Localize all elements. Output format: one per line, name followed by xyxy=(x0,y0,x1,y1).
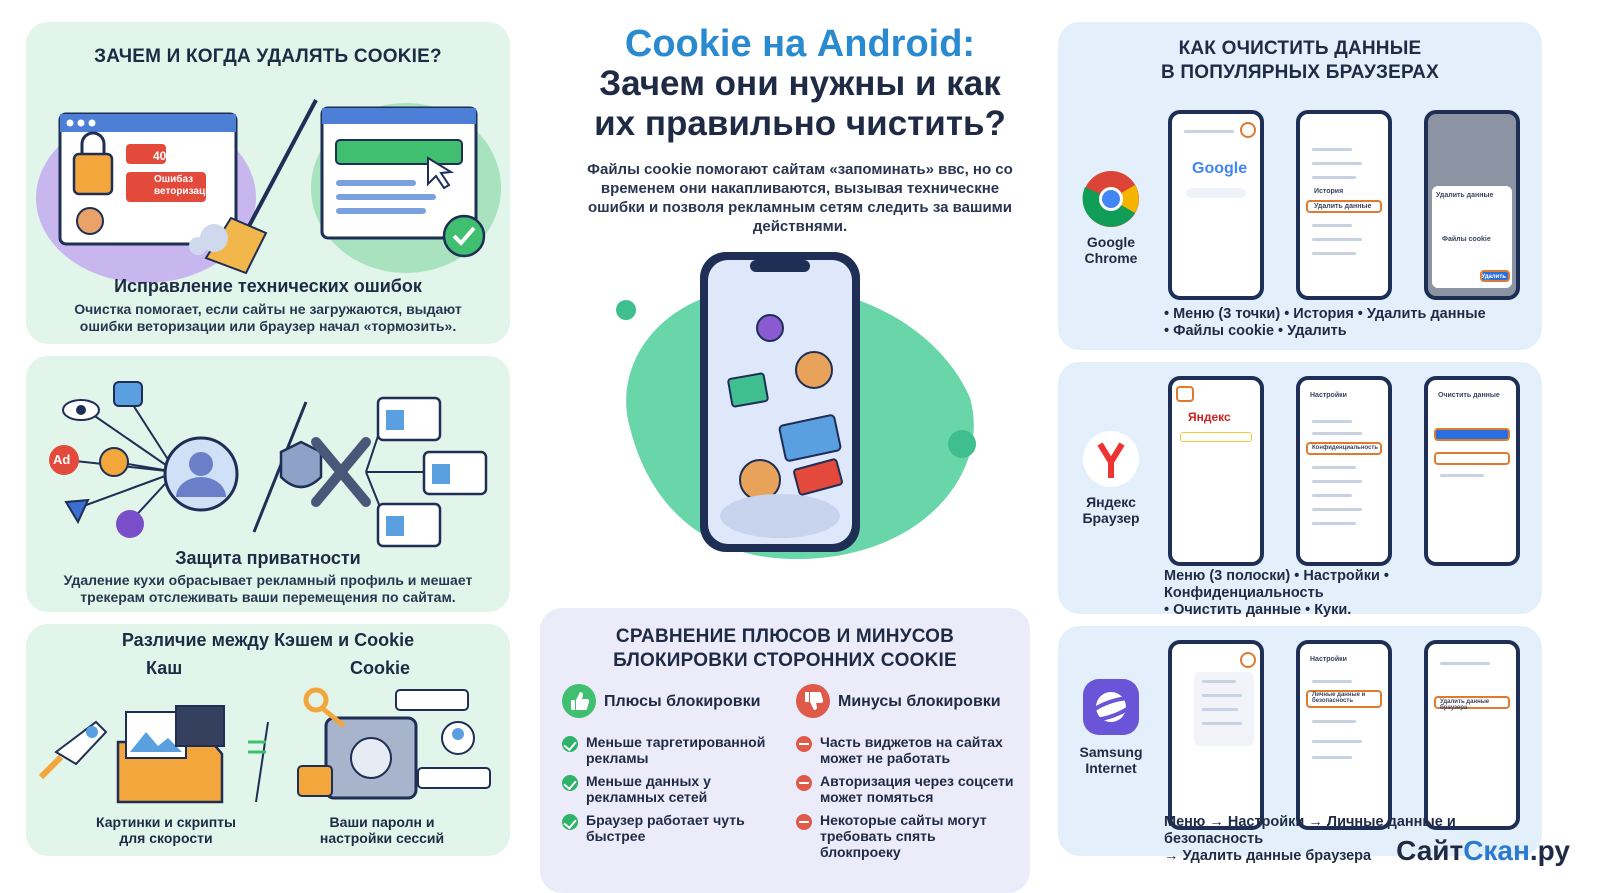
privacy-security-highlight xyxy=(1306,690,1382,708)
clear-data-button[interactable] xyxy=(1434,428,1510,441)
check-icon xyxy=(562,775,578,791)
privacy-panel: Ad Защита приватности Удаление кухи обра… xyxy=(26,356,510,612)
page-title: Cookie на Android: Зачем они нужны и как… xyxy=(550,24,1050,144)
chrome-icon xyxy=(1082,171,1139,227)
chrome-name: Google Chrome xyxy=(1084,234,1138,266)
cookie-heading: Cookie xyxy=(350,658,411,678)
compare-title-line-1: СРАВНЕНИЕ ПЛЮСОВ И МИНУСОВ xyxy=(615,626,955,647)
privacy-text: Удаление кухи обрасывает рекламный профи… xyxy=(63,572,473,605)
site-logo: СайтСкан.ру xyxy=(1396,835,1570,866)
delete-button[interactable] xyxy=(1480,270,1510,282)
minus-icon xyxy=(796,814,812,830)
delete-browsing-data-highlight xyxy=(1434,696,1510,709)
check-icon xyxy=(562,736,578,752)
samsung-step-3-screen: Удалить данные браузера xyxy=(1424,640,1520,830)
chrome-step-1-screen: Google xyxy=(1168,110,1264,300)
chrome-steps: • Меню (3 точки) • История • Удалить дан… xyxy=(1164,306,1486,339)
minus-icon xyxy=(796,775,812,791)
samsung-panel: Samsung Internet Настройки Личные данные… xyxy=(1058,626,1542,864)
browsers-title-line-2: В ПОПУЛЯРНЫХ БРАУЗЕРАХ xyxy=(1161,62,1439,83)
three-dots-menu-icon xyxy=(1240,122,1256,138)
auth-error-badge: Ошибаз веторизации xyxy=(154,174,218,197)
cache-cookie-illustration xyxy=(38,687,491,804)
minus-icon xyxy=(796,736,812,752)
privacy-highlight xyxy=(1306,442,1382,455)
three-dots-menu-icon xyxy=(1240,652,1256,668)
con-item: Некоторые сайты могут требовать спять бл… xyxy=(820,812,987,860)
chrome-panel: КАК ОЧИСТИТЬ ДАННЫЕ В ПОПУЛЯРНЫХ БРАУЗЕР… xyxy=(1058,22,1542,350)
privacy-illustration xyxy=(49,381,488,548)
history-highlight xyxy=(1306,200,1382,213)
browsers-title-line-1: КАК ОЧИСТИТЬ ДАННЫЕ xyxy=(1178,38,1422,59)
cache-vs-cookie-title: Различие между Кэшем и Cookie xyxy=(121,630,415,650)
hamburger-menu-icon xyxy=(1176,386,1194,402)
samsung-name: Samsung Internet xyxy=(1079,744,1143,776)
title-line-2: Зачем они нужны и как xyxy=(599,64,1001,103)
intro-text: Файлы cookie помогают сайтам «запоминать… xyxy=(587,161,1013,235)
yandex-step-1-screen: Яндекс xyxy=(1168,376,1264,566)
tech-errors-illustration xyxy=(36,99,501,283)
tech-errors-subtitle: Исправление технических ошибок xyxy=(114,276,422,296)
why-delete-panel: ЗАЧЕМ И КОГДА УДАЛЯТЬ COOKIE? 404 Ошибаз… xyxy=(26,22,510,344)
cookies-highlight xyxy=(1434,452,1510,465)
con-item: Часть виджетов на сайтах может не работа… xyxy=(820,734,1003,766)
title-line-1: Cookie на Android: xyxy=(624,23,976,65)
con-item: Авторизация через соцсети может помяться xyxy=(820,773,1014,805)
samsung-step-2-screen: Настройки Личные данные и безопасность xyxy=(1296,640,1392,830)
why-delete-title: ЗАЧЕМ И КОГДА УДАЛЯТЬ COOKIE? xyxy=(94,46,442,67)
tech-errors-text: Очистка помогает, если сайты не загружаю… xyxy=(74,301,462,334)
pros-title: Плюсы блокировки xyxy=(604,693,761,710)
block-compare-panel: СРАВНЕНИЕ ПЛЮСОВ И МИНУСОВ БЛОКИРОВКИ СТ… xyxy=(540,608,1030,893)
yandex-steps: Меню (3 полоски) • Настройки • Конфиденц… xyxy=(1164,568,1389,618)
pro-item: Меньше таргетированной рекламы xyxy=(586,734,766,766)
samsung-internet-icon xyxy=(1083,679,1139,735)
cookie-description: Ваши паролн и настройки сессий xyxy=(319,814,445,846)
cache-description: Картинки и скрипты для скорости xyxy=(95,814,236,846)
pro-item: Браузер работает чуть быстрее xyxy=(586,812,745,844)
cache-heading: Каш xyxy=(146,658,183,678)
cons-title: Минусы блокировки xyxy=(838,693,1001,710)
compare-title-line-2: БЛОКИРОВКИ СТОРОННИХ COOKIE xyxy=(613,650,957,671)
title-line-3: их правильно чистить? xyxy=(594,104,1006,143)
thumbs-down-icon xyxy=(796,684,830,718)
yandex-icon xyxy=(1083,431,1139,487)
phone-cookies-illustration xyxy=(616,252,976,560)
privacy-subtitle: Защита приватности xyxy=(175,548,361,568)
check-icon xyxy=(562,814,578,830)
chrome-step-3-screen: Удалить данные Файлы cookie Удалить xyxy=(1424,110,1520,300)
cache-vs-cookie-panel: Различие между Кэшем и Cookie Каш Cookie… xyxy=(26,624,510,856)
error-404-badge: 404 xyxy=(153,149,174,163)
chrome-step-2-screen: История Удалить данные xyxy=(1296,110,1392,300)
ad-badge-label: Ad xyxy=(53,452,71,467)
samsung-steps: Меню → Настройки → Личные данные и безоп… xyxy=(1164,814,1456,864)
yandex-step-2-screen: Настройки Конфиденциальность xyxy=(1296,376,1392,566)
yandex-name: Яндекс Браузер xyxy=(1082,494,1140,526)
samsung-step-1-screen xyxy=(1168,640,1264,830)
yandex-panel: Яндекс Браузер Яндекс Настройки Конфиден… xyxy=(1058,362,1542,618)
yandex-step-3-screen: Очистить данные xyxy=(1424,376,1520,566)
thumbs-up-icon xyxy=(562,684,596,718)
pro-item: Меньше данных у рекламных сетей xyxy=(586,773,711,805)
